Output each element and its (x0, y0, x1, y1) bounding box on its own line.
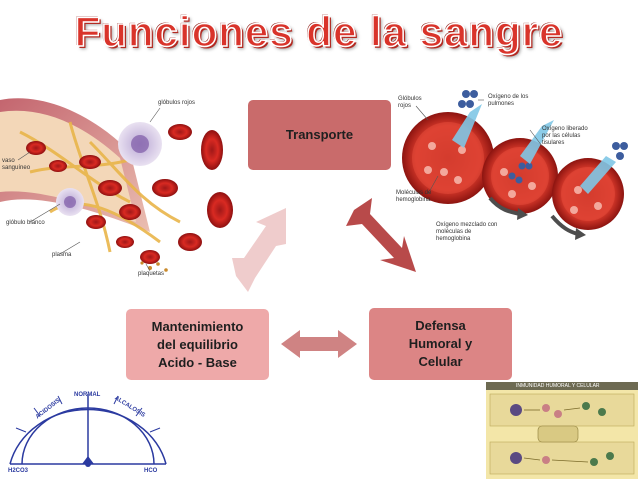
h2co3-label: H2CO3 (8, 468, 29, 474)
hco-label: HCO (144, 468, 158, 474)
vessel-label: vaso sanguíneo (2, 158, 31, 171)
blood-vessel-drawing (0, 98, 233, 272)
plasma-label: plasma (52, 252, 72, 258)
white-cell-label: glóbulo blanco (6, 220, 45, 226)
oxygen-released-label: Oxígeno liberado por las células tisular… (542, 126, 588, 146)
platelets-label: plaquetas (138, 271, 165, 277)
node-defense: Defensa Humoral y Celular (369, 308, 512, 380)
immune-panel-illustration: INMUNIDAD HUMORAL Y CELULAR (486, 382, 638, 479)
oxygen-transport-illustration: Glóbulos rojos Oxígeno de los pulmones O… (392, 86, 638, 256)
ph-gauge-drawing (9, 394, 167, 467)
normal-label: NORMAL (74, 392, 101, 398)
hemoglobin-label: Moléculas de hemoglobina (396, 190, 432, 203)
arrow-balance-defense (281, 330, 357, 358)
node-balance: Mantenimiento del equilibrio Acido - Bas… (126, 309, 269, 380)
immune-panel-drawing (486, 382, 638, 479)
red-cells-label: glóbulos rojos (158, 100, 196, 106)
rbc-label: Glóbulos rojos (398, 96, 422, 109)
immune-panel-title: INMUNIDAD HUMORAL Y CELULAR (516, 383, 600, 389)
oxygen-mixed-label: Oxígeno mezclado con moléculas de hemogl… (436, 222, 498, 242)
oxygen-transport-drawing (402, 90, 628, 240)
blood-vessel-illustration: glóbulos rojos vaso sanguíneo glóbulo bl… (0, 92, 245, 278)
page-title: Funciones de la sangre (74, 7, 564, 56)
node-transport: Transporte (248, 100, 391, 170)
ph-gauge-illustration: ACIDOSIS NORMAL ALCALOSIS H2CO3 HCO (0, 386, 170, 479)
oxygen-lungs-label: Oxígeno de los pulmones (488, 94, 529, 107)
